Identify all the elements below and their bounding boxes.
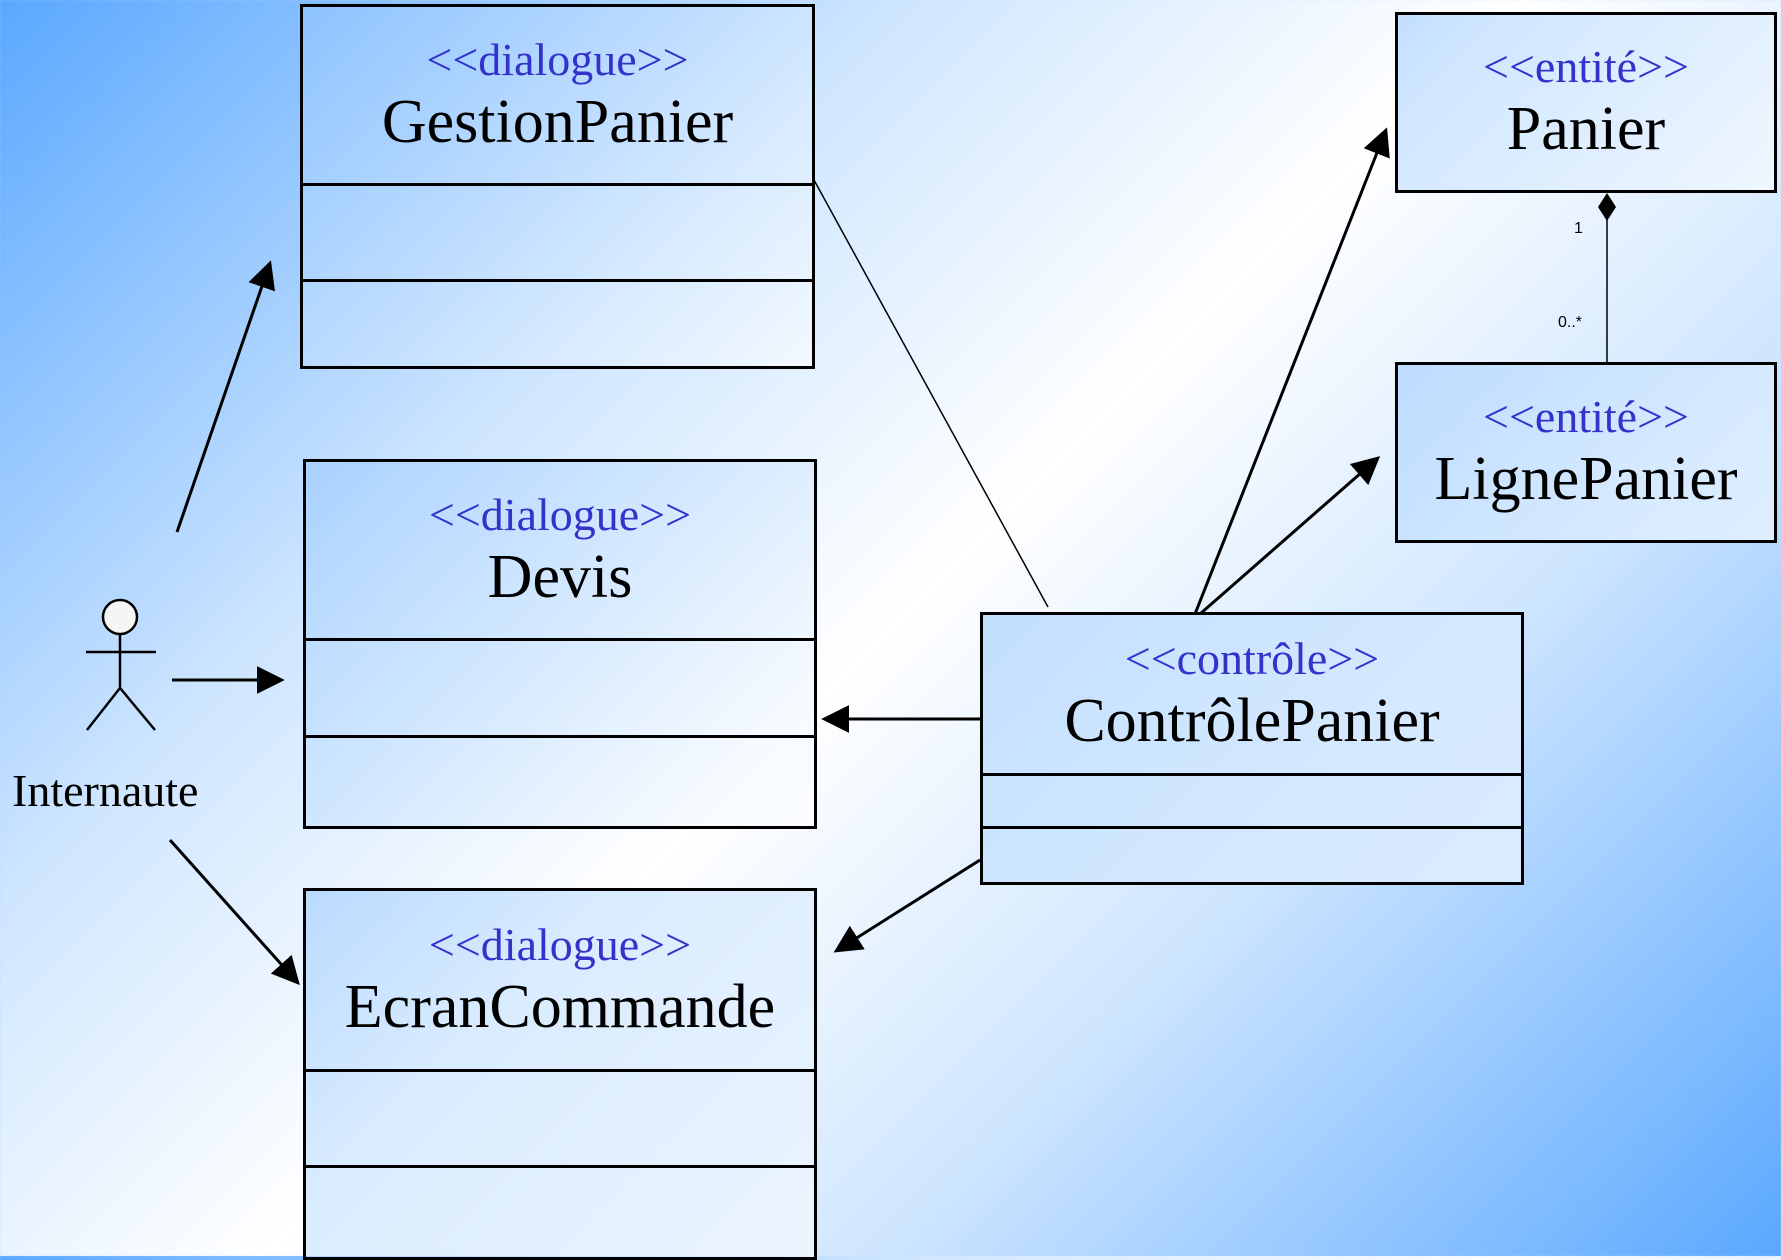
class-attributes — [303, 186, 812, 282]
class-header: <<contrôle>> ContrôlePanier — [983, 615, 1521, 776]
class-stereotype: <<entité>> — [1483, 391, 1689, 443]
controle-to-panier-link — [1193, 127, 1390, 615]
class-stereotype: <<entité>> — [1483, 41, 1689, 93]
actor-to-ecrancommande-link — [168, 838, 300, 986]
composition-diamond-icon — [1598, 193, 1616, 221]
class-gestionpanier[interactable]: <<dialogue>> GestionPanier — [300, 4, 815, 369]
class-devis[interactable]: <<dialogue>> Devis — [303, 459, 817, 829]
class-stereotype: <<dialogue>> — [428, 918, 692, 970]
multiplicity-whole: 1 — [1574, 220, 1583, 237]
class-attributes — [983, 776, 1521, 829]
class-lignepanier[interactable]: <<entité>> LignePanier — [1395, 362, 1777, 543]
actor-to-gestionpanier-link — [175, 260, 275, 533]
controle-to-lignepanier-link — [1199, 456, 1381, 616]
class-header: <<dialogue>> EcranCommande — [306, 891, 814, 1072]
class-name: ContrôlePanier — [1064, 686, 1440, 755]
class-header: <<entité>> LignePanier — [1398, 365, 1774, 540]
class-attributes — [306, 1072, 814, 1168]
class-attributes — [306, 641, 814, 738]
class-name: EcranCommande — [344, 972, 776, 1041]
class-operations — [306, 1168, 814, 1257]
actor-figure — [86, 598, 156, 731]
class-name: GestionPanier — [381, 87, 734, 156]
class-operations — [983, 829, 1521, 882]
class-header: <<dialogue>> GestionPanier — [303, 7, 812, 186]
class-header: <<entité>> Panier — [1398, 15, 1774, 190]
class-name: LignePanier — [1434, 445, 1738, 514]
gestionpanier-controlepanier-link — [813, 179, 1049, 608]
class-stereotype: <<contrôle>> — [1124, 632, 1380, 684]
class-operations — [303, 282, 812, 366]
actor-label: Internaute — [12, 765, 199, 816]
class-controlepanier[interactable]: <<contrôle>> ContrôlePanier — [980, 612, 1524, 885]
class-stereotype: <<dialogue>> — [426, 33, 689, 85]
class-panier[interactable]: <<entité>> Panier — [1395, 12, 1777, 193]
class-name: Devis — [487, 542, 633, 611]
class-stereotype: <<dialogue>> — [428, 488, 692, 540]
multiplicity-part: 0..* — [1558, 314, 1583, 331]
class-header: <<dialogue>> Devis — [306, 462, 814, 641]
class-name: Panier — [1506, 95, 1666, 164]
class-operations — [306, 738, 814, 826]
controle-to-ecrancommande-link — [833, 858, 981, 953]
class-ecrancommande[interactable]: <<dialogue>> EcranCommande — [303, 888, 817, 1260]
